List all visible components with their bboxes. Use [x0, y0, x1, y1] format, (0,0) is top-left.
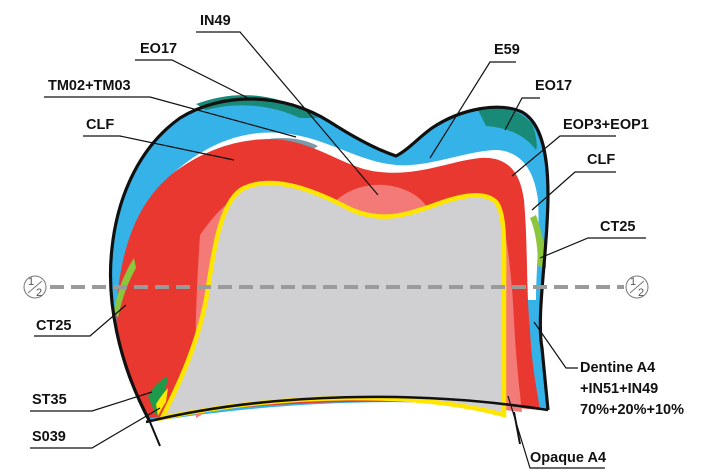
ct25-right-green: [530, 215, 546, 268]
label-ct25-right: CT25: [600, 219, 635, 235]
leader-in49: [196, 31, 379, 196]
label-opaque-a4: Opaque A4: [530, 450, 606, 466]
label-eop3-eop1: EOP3+EOP1: [563, 117, 649, 133]
leader-s039: [30, 407, 161, 449]
label-s039: S039: [32, 429, 66, 445]
leader-eo17-left: [135, 59, 253, 101]
leader-ct25-right: [539, 237, 646, 259]
label-tm02-tm03: TM02+TM03: [48, 78, 131, 94]
leader-clf-right: [531, 171, 616, 211]
label-eo17-right: EO17: [535, 78, 572, 94]
label-st35: ST35: [32, 392, 67, 408]
leader-eop3-eop1: [511, 135, 616, 177]
label-e59: E59: [494, 42, 520, 58]
label-dentine-line2: +IN51+IN49: [580, 381, 658, 397]
leader-eo17-right: [504, 97, 540, 131]
label-dentine-line1: Dentine A4: [580, 360, 655, 376]
opaque-core: [157, 180, 507, 422]
half-marker-left: 1 2: [23, 275, 47, 299]
tooth-outline: [108, 97, 550, 423]
half-marker-right-den: 2: [638, 287, 644, 299]
leader-opaque-a4: [507, 395, 605, 469]
leader-ct25-left: [34, 304, 127, 337]
half-marker-right-num: 1: [630, 276, 636, 288]
label-in49: IN49: [200, 13, 231, 29]
half-marker-right-slash: [629, 280, 645, 294]
label-clf-left: CLF: [86, 117, 114, 133]
cervical-base-line: [145, 395, 549, 424]
leader-tm02-tm03: [44, 96, 297, 138]
in49-pink-area: [332, 184, 430, 215]
label-eo17-left: EO17: [140, 41, 177, 57]
leader-e59: [429, 61, 516, 159]
left-root-tick: [149, 421, 161, 447]
label-clf-right: CLF: [587, 152, 615, 168]
eo17-right-rim: [478, 107, 537, 150]
leader-clf-left: [83, 135, 235, 161]
label-dentine-line3: 70%+20%+10%: [580, 402, 684, 418]
st35-green: [148, 376, 168, 416]
clf-white-layer: [123, 132, 539, 318]
half-marker-right: 1 2: [625, 275, 649, 299]
half-marker-left-den: 2: [36, 287, 42, 299]
leader-st35: [30, 391, 153, 412]
half-marker-left-slash: [27, 280, 43, 294]
half-marker-left-num: 1: [28, 276, 34, 288]
leader-dentine: [533, 321, 578, 369]
label-ct25-left: CT25: [36, 318, 71, 334]
